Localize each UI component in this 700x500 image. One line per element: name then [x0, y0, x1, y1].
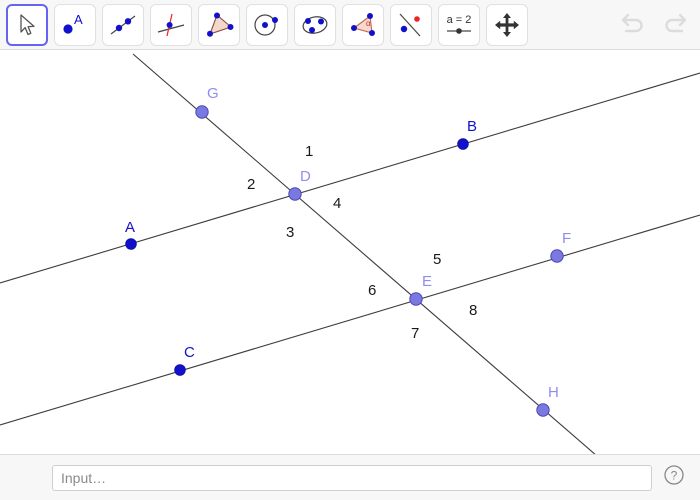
svg-text:A: A — [74, 12, 83, 27]
ellipse-tool[interactable] — [294, 3, 336, 46]
algebra-input[interactable] — [52, 464, 652, 491]
angle-label-5: 5 — [433, 251, 441, 268]
lines-group — [0, 53, 700, 454]
cursor-arrow-icon — [16, 13, 38, 37]
svg-text:α: α — [366, 19, 371, 28]
point-C[interactable] — [174, 364, 186, 376]
slider-a-equals-2-icon: a = 2 — [442, 12, 476, 38]
angle-label-6: 6 — [368, 282, 376, 299]
undo-button[interactable] — [616, 8, 650, 42]
graphics-view[interactable]: A B C D E F G H 1 2 3 4 5 6 7 8 — [0, 50, 700, 454]
point-A-label: A — [125, 219, 135, 236]
input-bar: ? — [0, 454, 700, 500]
perpendicular-line-tool[interactable] — [150, 3, 192, 46]
point-B[interactable] — [457, 138, 469, 150]
point-B-label: B — [467, 118, 477, 135]
angle-label-2: 2 — [247, 176, 255, 193]
angle-label-4: 4 — [333, 195, 341, 212]
point-E[interactable] — [409, 292, 423, 306]
polygon-tool[interactable] — [198, 3, 240, 46]
undo-arrow-icon — [620, 11, 646, 38]
point-F-label: F — [562, 230, 571, 247]
triangle-polygon-icon — [204, 12, 234, 38]
question-mark-icon: ? — [663, 464, 685, 491]
point-F[interactable] — [550, 249, 564, 263]
help-button[interactable]: ? — [662, 464, 686, 491]
reflect-tool[interactable] — [390, 3, 432, 46]
points-group: A B C D E F G H — [125, 85, 571, 417]
circle-center-point-icon — [252, 12, 282, 38]
point-E-label: E — [422, 273, 432, 290]
line-AB[interactable] — [0, 72, 700, 284]
angle-label-1: 1 — [305, 143, 313, 160]
angle-label-8: 8 — [469, 302, 477, 319]
move-graphics-tool[interactable] — [486, 3, 528, 46]
svg-text:a = 2: a = 2 — [447, 14, 472, 26]
four-way-move-icon — [494, 12, 520, 38]
point-C-label: C — [184, 344, 195, 361]
redo-arrow-icon — [662, 11, 688, 38]
line-through-points-icon — [108, 12, 138, 38]
point-G-label: G — [207, 85, 219, 102]
redo-button[interactable] — [658, 8, 692, 42]
point-G[interactable] — [195, 105, 209, 119]
angle-measure-icon: α — [348, 12, 378, 38]
point-A[interactable] — [125, 238, 137, 250]
point-H[interactable] — [536, 403, 550, 417]
circle-tool[interactable] — [246, 3, 288, 46]
slider-tool[interactable]: a = 2 — [438, 3, 480, 46]
geometry-canvas[interactable]: A B C D E F G H 1 2 3 4 5 6 7 8 — [0, 50, 700, 454]
line-CF[interactable] — [0, 214, 700, 426]
reflect-about-line-icon — [396, 12, 426, 38]
point-tool[interactable]: A — [54, 3, 96, 46]
angle-label-3: 3 — [286, 224, 294, 241]
perpendicular-line-icon — [156, 12, 186, 38]
line-tool[interactable] — [102, 3, 144, 46]
point-D-label: D — [300, 168, 311, 185]
angle-tool[interactable]: α — [342, 3, 384, 46]
move-tool[interactable] — [6, 3, 48, 46]
point-with-label-icon: A — [60, 12, 90, 38]
svg-text:?: ? — [671, 469, 678, 483]
toolbar: A — [0, 0, 700, 50]
ellipse-three-points-icon — [300, 12, 330, 38]
angle-labels-group: 1 2 3 4 5 6 7 8 — [247, 143, 477, 342]
point-D[interactable] — [288, 187, 302, 201]
angle-label-7: 7 — [411, 325, 419, 342]
line-GH-transversal[interactable] — [132, 53, 597, 454]
point-H-label: H — [548, 384, 559, 401]
